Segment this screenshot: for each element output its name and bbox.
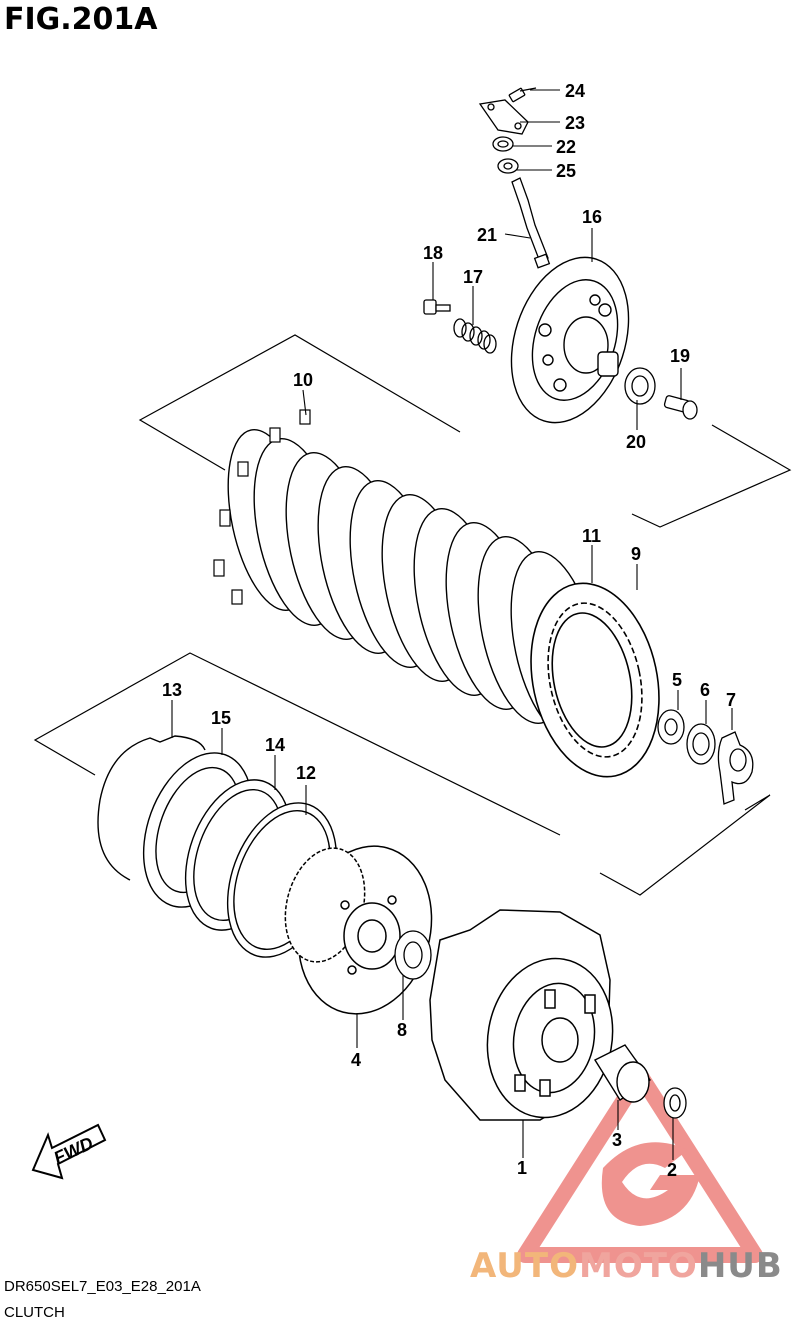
- callout-14: 14: [265, 735, 285, 755]
- release-arm-plate-23: [478, 99, 529, 135]
- callout-25: 25: [556, 161, 576, 181]
- callout-21: 21: [477, 225, 497, 245]
- callout-15: 15: [211, 708, 231, 728]
- callout-6: 6: [700, 680, 710, 700]
- callout-22: 22: [556, 137, 576, 157]
- bolt-24: [508, 87, 537, 103]
- callout-13: 13: [162, 680, 182, 700]
- pressure-plate-16: [510, 256, 630, 424]
- washer-2: [663, 1087, 687, 1119]
- callout-labels: 24 23 22 25 21 16 18 17 19 20 10 11 9 5 …: [162, 81, 736, 1180]
- callout-16: 16: [582, 207, 602, 227]
- callout-7: 7: [726, 690, 736, 710]
- callout-5: 5: [672, 670, 682, 690]
- callout-11: 11: [582, 526, 601, 546]
- friction-plate-9: [530, 582, 660, 778]
- spring-seat-13: [97, 735, 206, 881]
- lock-washer-7: [717, 731, 754, 805]
- nut-25: [497, 158, 519, 174]
- spring-17: [453, 318, 497, 354]
- oil-seal-22: [492, 136, 514, 152]
- model-code: DR650SEL7_E03_E28_201A: [4, 1278, 201, 1295]
- bolt-19: [663, 395, 698, 420]
- callout-9: 9: [631, 544, 641, 564]
- washer-8: [394, 930, 432, 980]
- callout-17: 17: [463, 267, 483, 287]
- bearing-20: [624, 367, 656, 405]
- clutch-sleeve-hub-4: [284, 845, 433, 1015]
- callout-18: 18: [423, 243, 443, 263]
- callout-4: 4: [351, 1050, 361, 1070]
- figure-title: FIG.201A: [4, 2, 158, 37]
- watermark-logo: [517, 1067, 763, 1263]
- callout-10: 10: [293, 370, 313, 390]
- callout-3: 3: [612, 1130, 622, 1150]
- callout-8: 8: [397, 1020, 407, 1040]
- watermark-text: AUTOMOTOHUB: [470, 1246, 783, 1286]
- nut-5: [657, 709, 685, 745]
- watermark-moto: MOTO: [578, 1246, 698, 1286]
- callout-19: 19: [670, 346, 690, 366]
- leader-lines: [171, 89, 733, 1160]
- callout-1: 1: [517, 1158, 527, 1178]
- fwd-arrow: FWD: [31, 1123, 107, 1180]
- spacer-3: [593, 1044, 651, 1103]
- callout-12: 12: [296, 763, 316, 783]
- watermark-auto: AUTO: [470, 1246, 579, 1286]
- watermark-hub: HUB: [697, 1246, 783, 1286]
- callout-23: 23: [565, 113, 585, 133]
- section-name: CLUTCH: [4, 1304, 65, 1321]
- callout-2: 2: [667, 1160, 677, 1180]
- release-rod-21: [511, 177, 551, 269]
- washer-6: [686, 723, 716, 765]
- primary-driven-gear-housing-1: [429, 909, 614, 1121]
- section-frames: [33, 334, 792, 896]
- callout-24: 24: [565, 81, 585, 101]
- plate-tabs: [213, 409, 311, 605]
- bolt-18: [423, 299, 451, 315]
- callout-20: 20: [626, 432, 646, 452]
